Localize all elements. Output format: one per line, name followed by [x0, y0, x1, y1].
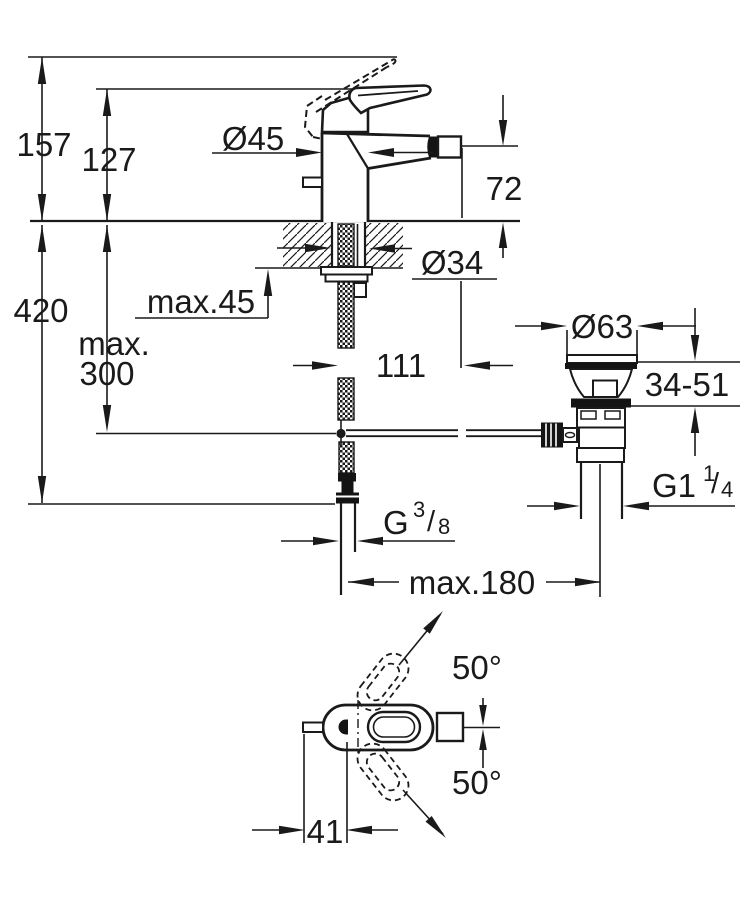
- lever-swing-upper-dashed: [356, 652, 410, 712]
- locknut: [320, 266, 373, 276]
- dim-label-max180: max.180: [409, 564, 536, 601]
- dim-label-g38-num: 3: [413, 497, 425, 522]
- dim-label-g1-num: 1: [703, 461, 715, 486]
- dim-label-dia34: Ø34: [421, 244, 483, 281]
- dim-label-41: 41: [307, 813, 344, 850]
- dim-label-127: 127: [81, 141, 136, 178]
- dim-label-g1-slash: /: [711, 468, 720, 500]
- dim-spout-reach-111: 111: [293, 347, 513, 384]
- faucet-body-front-view: [302, 131, 463, 222]
- dim-waste-diameter-63: Ø63: [515, 308, 696, 354]
- dim-label-72: 72: [486, 170, 523, 207]
- rod-pivot: [336, 428, 346, 439]
- dim-label-g1: G1: [652, 467, 696, 504]
- popup-waste-valve: [541, 354, 638, 519]
- dim-label-34-51: 34-51: [645, 366, 729, 403]
- dim-label-420: 420: [13, 292, 68, 329]
- aerator-top-view: [435, 711, 465, 743]
- dim-label-g: G: [383, 504, 409, 541]
- dim-label-dia63: Ø63: [571, 308, 633, 345]
- dim-label-max45: max.45: [147, 283, 255, 320]
- hose-collar: [338, 473, 356, 482]
- dim-hose-thread-g38: G 3 / 8: [281, 497, 455, 546]
- hose-nut: [336, 492, 359, 504]
- reference-lines: [28, 56, 520, 505]
- dim-label-g38-slash: /: [427, 506, 436, 538]
- lever-top-view: [366, 710, 422, 744]
- lever-swing-lower-dashed: [356, 742, 410, 802]
- dim-label-50-lower: 50°: [452, 764, 502, 801]
- dim-waste-adjust-range: 34-51: [630, 308, 740, 456]
- dim-label-157: 157: [16, 126, 71, 163]
- dim-label-g38-den: 8: [438, 514, 450, 539]
- flexible-hose: [336, 223, 359, 595]
- dim-swing-angle-upper: 50°: [398, 611, 502, 726]
- dim-deck-thickness-max45: max.45: [135, 269, 273, 320]
- dim-lever-height-127: 127: [81, 89, 137, 221]
- popup-rod-horizontal: [346, 429, 541, 438]
- rod-hole-mark: [338, 719, 348, 735]
- dim-label-dia45: Ø45: [222, 120, 284, 157]
- rod-coupling: [353, 282, 367, 298]
- dim-install-depth-420: 420: [13, 225, 69, 503]
- dim-swing-angle-lower: 50°: [402, 729, 502, 838]
- aerator-band: [427, 136, 438, 158]
- dim-label-max300-2: 300: [79, 355, 134, 392]
- dim-label-50-upper: 50°: [452, 649, 502, 686]
- dim-body-diameter-45: Ø45: [212, 120, 433, 157]
- dim-label-max300-1: max.: [78, 325, 150, 362]
- dim-waste-thread-g1-14: G1 1 / 4: [527, 461, 735, 511]
- dim-hose-length-max300: max. 300: [78, 225, 150, 432]
- mounting-shank: [320, 222, 373, 298]
- dim-rod-reach-max180: max.180: [348, 464, 601, 601]
- dim-spout-height-72: 72: [461, 95, 523, 258]
- dim-shank-diameter-34: Ø34: [277, 243, 497, 368]
- aerator-front: [436, 135, 463, 159]
- waste-plug-top: [566, 354, 638, 364]
- popup-rod-knob-front: [302, 176, 323, 188]
- dim-rod-offset-41: 41: [252, 734, 398, 850]
- faucet-top-view: [302, 652, 500, 802]
- dim-overall-height-157: 157: [16, 57, 72, 221]
- lever-front-view: [320, 84, 432, 134]
- dim-label-111: 111: [376, 347, 426, 384]
- rod-adjust-knob: [541, 422, 563, 448]
- dim-label-g1-den: 4: [721, 477, 733, 502]
- popup-rod-top-view: [302, 721, 324, 733]
